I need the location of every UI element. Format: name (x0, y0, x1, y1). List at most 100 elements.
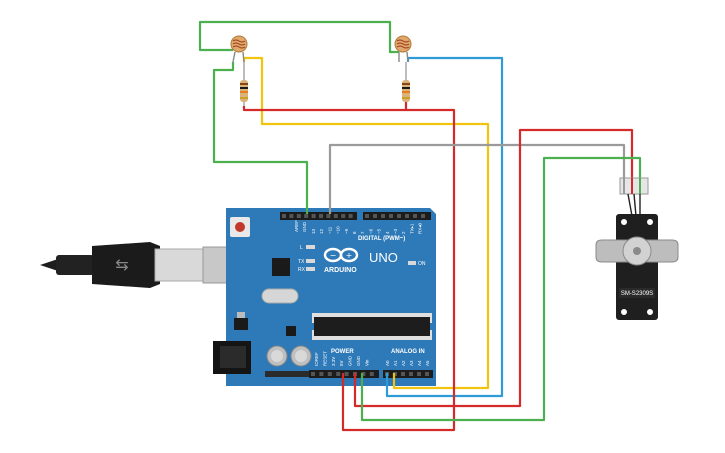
board-pcb (226, 208, 436, 386)
wire-green-ldr-to-d12[interactable] (212, 62, 309, 214)
pin-hole[interactable] (381, 214, 385, 218)
digital-header-label: DIGITAL (PWM~) (358, 236, 405, 242)
usb-port (202, 246, 230, 284)
pin-label: ~11 (327, 226, 332, 234)
pin-hole[interactable] (326, 214, 331, 218)
pin-hole[interactable] (319, 372, 324, 376)
small-chip (286, 326, 296, 336)
model-label: UNO (369, 250, 398, 265)
pin-hole[interactable] (425, 372, 429, 376)
resistor-2[interactable] (402, 62, 410, 102)
voltage-regulator (234, 318, 248, 330)
usb-plug-body (92, 242, 160, 288)
pin-hole[interactable] (361, 372, 366, 376)
pin-label: A5 (425, 360, 430, 366)
cable-end (40, 259, 58, 271)
pin-hole[interactable] (389, 214, 393, 218)
wire-green-ldr-link[interactable] (198, 20, 399, 54)
pin-label: ~10 (336, 226, 341, 234)
atmega-chip (314, 317, 430, 336)
pin-label: 5V (339, 360, 344, 366)
pin-label: ~9 (344, 228, 349, 234)
infinity-logo-icon: − + (323, 247, 359, 263)
pin-hole[interactable] (397, 214, 401, 218)
pin-hole[interactable] (405, 214, 409, 218)
pin-label: 13 (311, 228, 316, 234)
wire-red-servo-power[interactable] (353, 128, 634, 408)
pin-hole[interactable] (296, 214, 301, 218)
pin-label: 7 (360, 231, 365, 234)
wire-yellow-ldr1-to-a0[interactable] (242, 56, 490, 390)
wire-green-servo-gnd[interactable] (360, 156, 642, 422)
pin-hole[interactable] (417, 372, 421, 376)
pin-label: Vin (364, 359, 369, 366)
pin-hole[interactable] (413, 214, 417, 218)
pin-label: 4 (385, 231, 390, 234)
pin-hole[interactable] (319, 214, 323, 218)
reset-button-cap[interactable] (235, 222, 245, 232)
wire-red-resistors-to-5v[interactable] (242, 106, 456, 432)
led-l (306, 245, 315, 249)
wire-gray-d9-to-servo[interactable] (328, 143, 626, 214)
pin-hole[interactable] (365, 214, 369, 218)
pin-hole[interactable] (409, 372, 413, 376)
brand-label: ARDUINO (324, 267, 357, 274)
pin-label: TX▸1 (409, 223, 414, 234)
digital-pin-holes (282, 214, 425, 218)
usb-interface-chip (272, 258, 290, 276)
pin-hole[interactable] (341, 214, 346, 218)
servo-motor[interactable]: SM-S2309S (595, 177, 679, 320)
power-header-label: POWER (331, 349, 354, 355)
pin-label: RESET (322, 351, 327, 366)
pin-label: A2 (401, 360, 406, 366)
pin-label: GND (356, 355, 361, 366)
led-on-label: ON (418, 261, 426, 267)
pin-label: IOREF (314, 352, 319, 366)
pin-hole[interactable] (401, 372, 405, 376)
led-rx-label: RX (298, 267, 306, 273)
pin-hole[interactable] (282, 214, 286, 218)
power-jack-inner (220, 346, 246, 368)
regulator-tab (237, 312, 245, 318)
pin-hole[interactable] (344, 372, 349, 376)
pin-hole[interactable] (348, 214, 353, 218)
pin-hole[interactable] (304, 214, 309, 218)
usb-cable[interactable]: ⇆ (40, 242, 230, 288)
pin-hole[interactable] (336, 372, 341, 376)
pin-label: 2 (401, 231, 406, 234)
servo-model-label: SM-S2309S (621, 291, 653, 297)
pin-label: A0 (385, 360, 390, 366)
pin-label: 3.3V (331, 357, 336, 366)
capacitor-1 (265, 345, 289, 377)
pin-hole[interactable] (289, 214, 294, 218)
pin-label: A4 (417, 360, 422, 366)
pin-label: A3 (409, 360, 414, 366)
svg-text:−: − (330, 251, 337, 260)
pin-label: 12 (319, 228, 324, 234)
photoresistor-1[interactable] (230, 35, 248, 63)
pin-hole[interactable] (333, 214, 338, 218)
pin-hole[interactable] (373, 214, 377, 218)
cable-strain-relief (56, 255, 94, 275)
led-tx (306, 259, 315, 263)
usb-connector-metal (154, 248, 208, 282)
analog-header (383, 370, 433, 378)
digital-header-left (280, 212, 357, 220)
pin-label: RX◂0 (418, 222, 423, 234)
pin-hole[interactable] (369, 372, 374, 376)
pin-hole[interactable] (421, 214, 425, 218)
pin-hole[interactable] (327, 372, 332, 376)
resistor-1[interactable] (240, 62, 248, 106)
capacitor-2 (289, 345, 313, 377)
pin-hole[interactable] (311, 372, 315, 376)
svg-text:+: + (346, 251, 353, 260)
led-rx (306, 267, 315, 271)
photoresistor-2[interactable] (394, 35, 412, 63)
servo-body (616, 214, 658, 320)
pin-hole[interactable] (311, 214, 316, 218)
